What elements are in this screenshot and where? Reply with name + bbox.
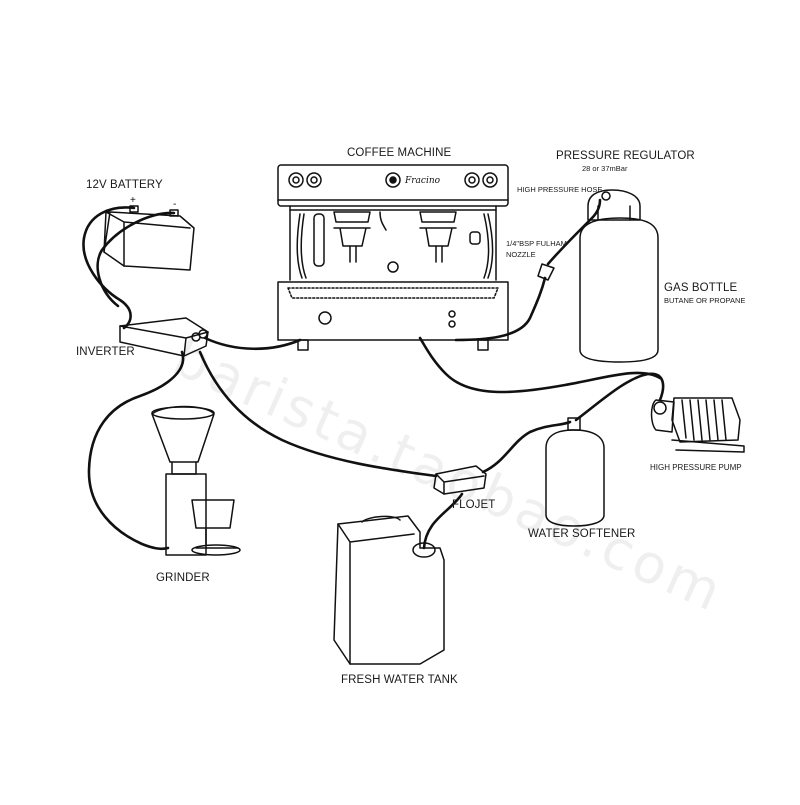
gas-bottle-icon (579, 189, 659, 363)
battery-icon (103, 205, 195, 271)
coffee-machine-label: COFFEE MACHINE (347, 147, 452, 159)
inverter-to-machine-cable (203, 336, 302, 351)
pressure-regulator-label: PRESSURE REGULATOR (556, 150, 695, 162)
battery-plus-label: + (130, 195, 136, 206)
flojet-icon (433, 465, 487, 495)
machine-to-nozzle-gas-hose (454, 276, 547, 342)
regulator-spec-label: 28 or 37mBar (582, 164, 628, 173)
gas-bottle-label: GAS BOTTLE (664, 282, 738, 294)
cables (82, 198, 665, 551)
battery-label: 12V BATTERY (86, 179, 163, 191)
flojet-to-softener-hose (481, 420, 572, 474)
fresh-water-tank-label: FRESH WATER TANK (341, 674, 458, 686)
coffee-machine-icon (277, 164, 509, 351)
fresh-water-tank-icon (333, 515, 445, 665)
water-softener-icon (545, 417, 605, 527)
inverter-icon (119, 317, 209, 357)
gas-bottle-sub-label: BUTANE OR PROPANE (664, 296, 746, 305)
inverter-label: INVERTER (76, 346, 135, 358)
pump-to-machine-hose (418, 336, 662, 394)
battery-minus-label: - (173, 199, 176, 210)
grinder-label: GRINDER (156, 572, 210, 584)
high-pressure-pump-label: HIGH PRESSURE PUMP (650, 463, 742, 472)
nozzle-label-line1: 1/4"BSP FULHAM (506, 239, 567, 248)
water-softener-label: WATER SOFTENER (528, 528, 636, 540)
flojet-to-tank-hose (422, 492, 464, 550)
grinder-icon (151, 405, 241, 556)
battery-minus-cable (96, 211, 176, 308)
flojet-label: FLOJET (452, 499, 496, 511)
high-pressure-hose (546, 198, 602, 266)
inverter-to-grinder-cable (87, 350, 185, 551)
nozzle-label-line2: NOZZLE (506, 250, 536, 259)
battery-to-inverter-cable (82, 206, 136, 330)
inverter-to-flojet-cable (198, 350, 438, 478)
nozzle-icon (537, 263, 555, 281)
high-pressure-pump-icon (650, 397, 745, 453)
brand-logo: Fracino (404, 176, 441, 186)
high-pressure-hose-label: HIGH PRESSURE HOSE (517, 185, 603, 194)
